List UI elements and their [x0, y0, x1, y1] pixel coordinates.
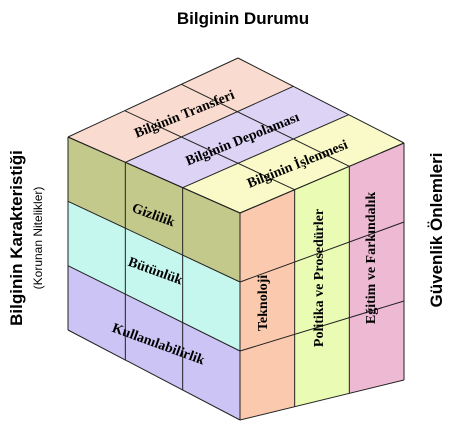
cube-edge [67, 136, 241, 214]
left-row-1 [68, 137, 240, 282]
cube-edge [124, 110, 295, 191]
grid-lines [67, 57, 405, 421]
top-row-3 [182, 114, 404, 213]
cube-edge [125, 85, 294, 163]
left-face [68, 137, 240, 420]
cube-edge [67, 265, 241, 352]
top-row-2 [125, 86, 349, 188]
cube-edge [237, 57, 405, 144]
right-col-label-policy: Politika ve Prosedürler [312, 209, 327, 347]
cube-edge [67, 57, 239, 138]
left-row-3 [68, 265, 240, 420]
cube-edge [239, 379, 405, 421]
cube-edge [67, 200, 241, 283]
left-subtitle: (Korunan Nitelikler) [31, 187, 45, 290]
top-row-1 [68, 58, 294, 163]
cube-edge [239, 221, 405, 283]
cube-edge [67, 329, 241, 421]
top-title: Bilginin Durumu [177, 9, 309, 28]
right-col-2 [294, 166, 350, 407]
cube-edge [181, 83, 350, 167]
cube-edge [239, 142, 405, 214]
right-col-3 [349, 143, 404, 394]
cube-edge [182, 114, 349, 189]
cube-edge [239, 300, 405, 352]
right-col-label-training: Eğitim ve Farkındalık [364, 192, 379, 324]
right-col-1 [240, 189, 295, 420]
right-face [240, 143, 404, 420]
right-title: Güvenlik Önlemleri [427, 153, 446, 308]
top-face [68, 58, 404, 213]
left-row-2 [68, 201, 240, 351]
right-col-label-technology: Teknoloji [256, 275, 271, 331]
left-title: Bilginin Karakteristiği [7, 150, 26, 326]
